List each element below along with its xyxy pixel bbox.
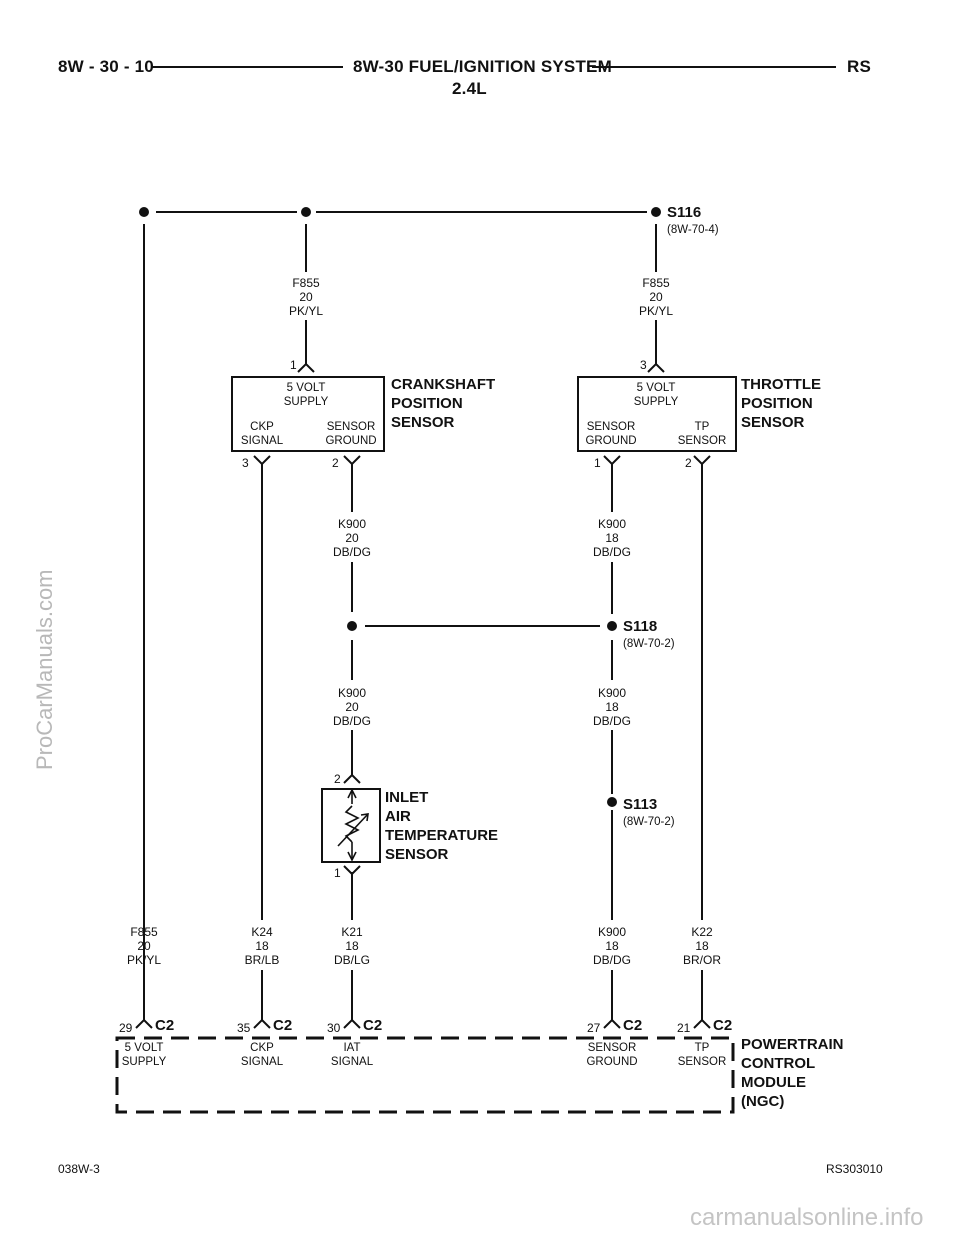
tp-signal-label: TP SENSOR bbox=[677, 421, 727, 447]
page-code: 8W - 30 - 10 bbox=[58, 57, 154, 76]
wire-label-f855-pcm: F855 20 PK/YL bbox=[126, 925, 162, 967]
ckp-ground-label: SENSOR GROUND bbox=[325, 421, 377, 447]
wire-label-k900-tp: K900 18 DB/DG bbox=[592, 517, 631, 559]
pcm-pin-35: 35 bbox=[237, 1021, 251, 1035]
ckp-pin2-terminal bbox=[343, 455, 361, 466]
iat-sensor-box bbox=[321, 788, 381, 863]
pcm-pin-29-label: 5 VOLT SUPPLY bbox=[121, 1042, 167, 1068]
pcm-pin29-terminal bbox=[135, 1018, 153, 1029]
wire-label-f855-ckp: F855 20 PK/YL bbox=[288, 276, 324, 318]
pcm-c2-30: C2 bbox=[363, 1017, 383, 1034]
splice-dot-s118-left bbox=[347, 621, 357, 631]
pcm-pin27-terminal bbox=[603, 1018, 621, 1029]
splice-s116-ref: (8W-70-4) bbox=[667, 224, 719, 236]
wire-label-k900-ckp: K900 20 DB/DG bbox=[332, 517, 371, 559]
ckp-sensor-box bbox=[231, 376, 385, 452]
pcm-title: POWERTRAIN CONTROL MODULE (NGC) bbox=[741, 1036, 844, 1110]
page-title: 8W-30 FUEL/IGNITION SYSTEM bbox=[353, 57, 612, 76]
pcm-c2-27: C2 bbox=[623, 1017, 643, 1034]
splice-s118-label: S118 bbox=[623, 618, 658, 635]
pcm-pin-21: 21 bbox=[677, 1021, 691, 1035]
splice-dot-s116 bbox=[651, 207, 661, 217]
splice-s113-label: S113 bbox=[623, 796, 658, 813]
tp-ground-label: SENSOR GROUND bbox=[585, 421, 637, 447]
tp-pin2-terminal bbox=[693, 455, 711, 466]
iat-pin-bottom: 1 bbox=[334, 866, 341, 880]
pcm-c2-29: C2 bbox=[155, 1017, 175, 1034]
wire-label-k900-iat: K900 20 DB/DG bbox=[332, 686, 371, 728]
tp-pin-ground: 1 bbox=[594, 456, 601, 470]
splice-dot-mid bbox=[301, 207, 311, 217]
pcm-c2-21: C2 bbox=[713, 1017, 733, 1034]
page-subtitle: 2.4L bbox=[452, 79, 487, 98]
splice-s113-ref: (8W-70-2) bbox=[623, 816, 675, 828]
pcm-pin-35-label: CKP SIGNAL bbox=[240, 1042, 284, 1068]
splice-dot-left bbox=[139, 207, 149, 217]
wire-label-k900-s113: K900 18 DB/DG bbox=[592, 686, 631, 728]
ckp-pin-supply: 1 bbox=[290, 358, 297, 372]
model-code: RS bbox=[847, 57, 872, 76]
pcm-outline bbox=[115, 1036, 735, 1114]
ckp-pin-ground: 2 bbox=[332, 456, 339, 470]
wire-label-k22: K22 18 BR/OR bbox=[682, 925, 721, 967]
splice-dot-s118 bbox=[607, 621, 617, 631]
splice-dot-s113 bbox=[607, 797, 617, 807]
pcm-pin30-terminal bbox=[343, 1018, 361, 1029]
iat-pin1-terminal bbox=[343, 865, 361, 876]
wire-label-k900-pcm: K900 18 DB/DG bbox=[592, 925, 631, 967]
pcm-pin-21-label: TP SENSOR bbox=[677, 1042, 727, 1068]
wire-label-f855-tp: F855 20 PK/YL bbox=[638, 276, 674, 318]
watermark-bottom: carmanualsonline.info bbox=[690, 1204, 924, 1231]
iat-sensor-title: INLET AIR TEMPERATURE SENSOR bbox=[385, 789, 499, 863]
iat-pin-top: 2 bbox=[334, 772, 341, 786]
ckp-pin-signal: 3 bbox=[242, 456, 249, 470]
tp-sensor-title: THROTTLE POSITION SENSOR bbox=[741, 376, 821, 431]
iat-pin2-terminal bbox=[343, 773, 361, 784]
tp-pin1-terminal bbox=[603, 455, 621, 466]
pcm-pin-29: 29 bbox=[119, 1021, 133, 1035]
pcm-pin-30-label: IAT SIGNAL bbox=[330, 1042, 374, 1068]
tp-sensor-box bbox=[577, 376, 737, 452]
ckp-supply-label: 5 VOLT SUPPLY bbox=[283, 382, 329, 408]
thermistor-icon bbox=[337, 788, 369, 862]
footer-right-code: RS303010 bbox=[826, 1162, 883, 1176]
pcm-pin-27: 27 bbox=[587, 1021, 601, 1035]
pcm-c2-35: C2 bbox=[273, 1017, 293, 1034]
ckp-signal-label: CKP SIGNAL bbox=[240, 421, 284, 447]
pcm-pin21-terminal bbox=[693, 1018, 711, 1029]
tp-supply-label: 5 VOLT SUPPLY bbox=[633, 382, 679, 408]
wire-label-k21: K21 18 DB/LG bbox=[333, 925, 370, 967]
footer-left-code: 038W-3 bbox=[58, 1162, 100, 1176]
pcm-pin35-terminal bbox=[253, 1018, 271, 1029]
tp-pin-signal: 2 bbox=[685, 456, 692, 470]
ckp-pin1-terminal bbox=[297, 362, 315, 373]
ckp-sensor-title: CRANKSHAFT POSITION SENSOR bbox=[391, 376, 496, 431]
splice-s118-ref: (8W-70-2) bbox=[623, 638, 675, 650]
ckp-pin3-terminal bbox=[253, 455, 271, 466]
tp-pin-supply: 3 bbox=[640, 358, 647, 372]
wire-label-k24: K24 18 BR/LB bbox=[244, 925, 280, 967]
pcm-pin-30: 30 bbox=[327, 1021, 341, 1035]
pcm-pin-27-label: SENSOR GROUND bbox=[586, 1042, 638, 1068]
tp-pin3-terminal bbox=[647, 362, 665, 373]
splice-s116-label: S116 bbox=[667, 204, 702, 221]
watermark-left: ProCarManuals.com bbox=[32, 569, 57, 770]
